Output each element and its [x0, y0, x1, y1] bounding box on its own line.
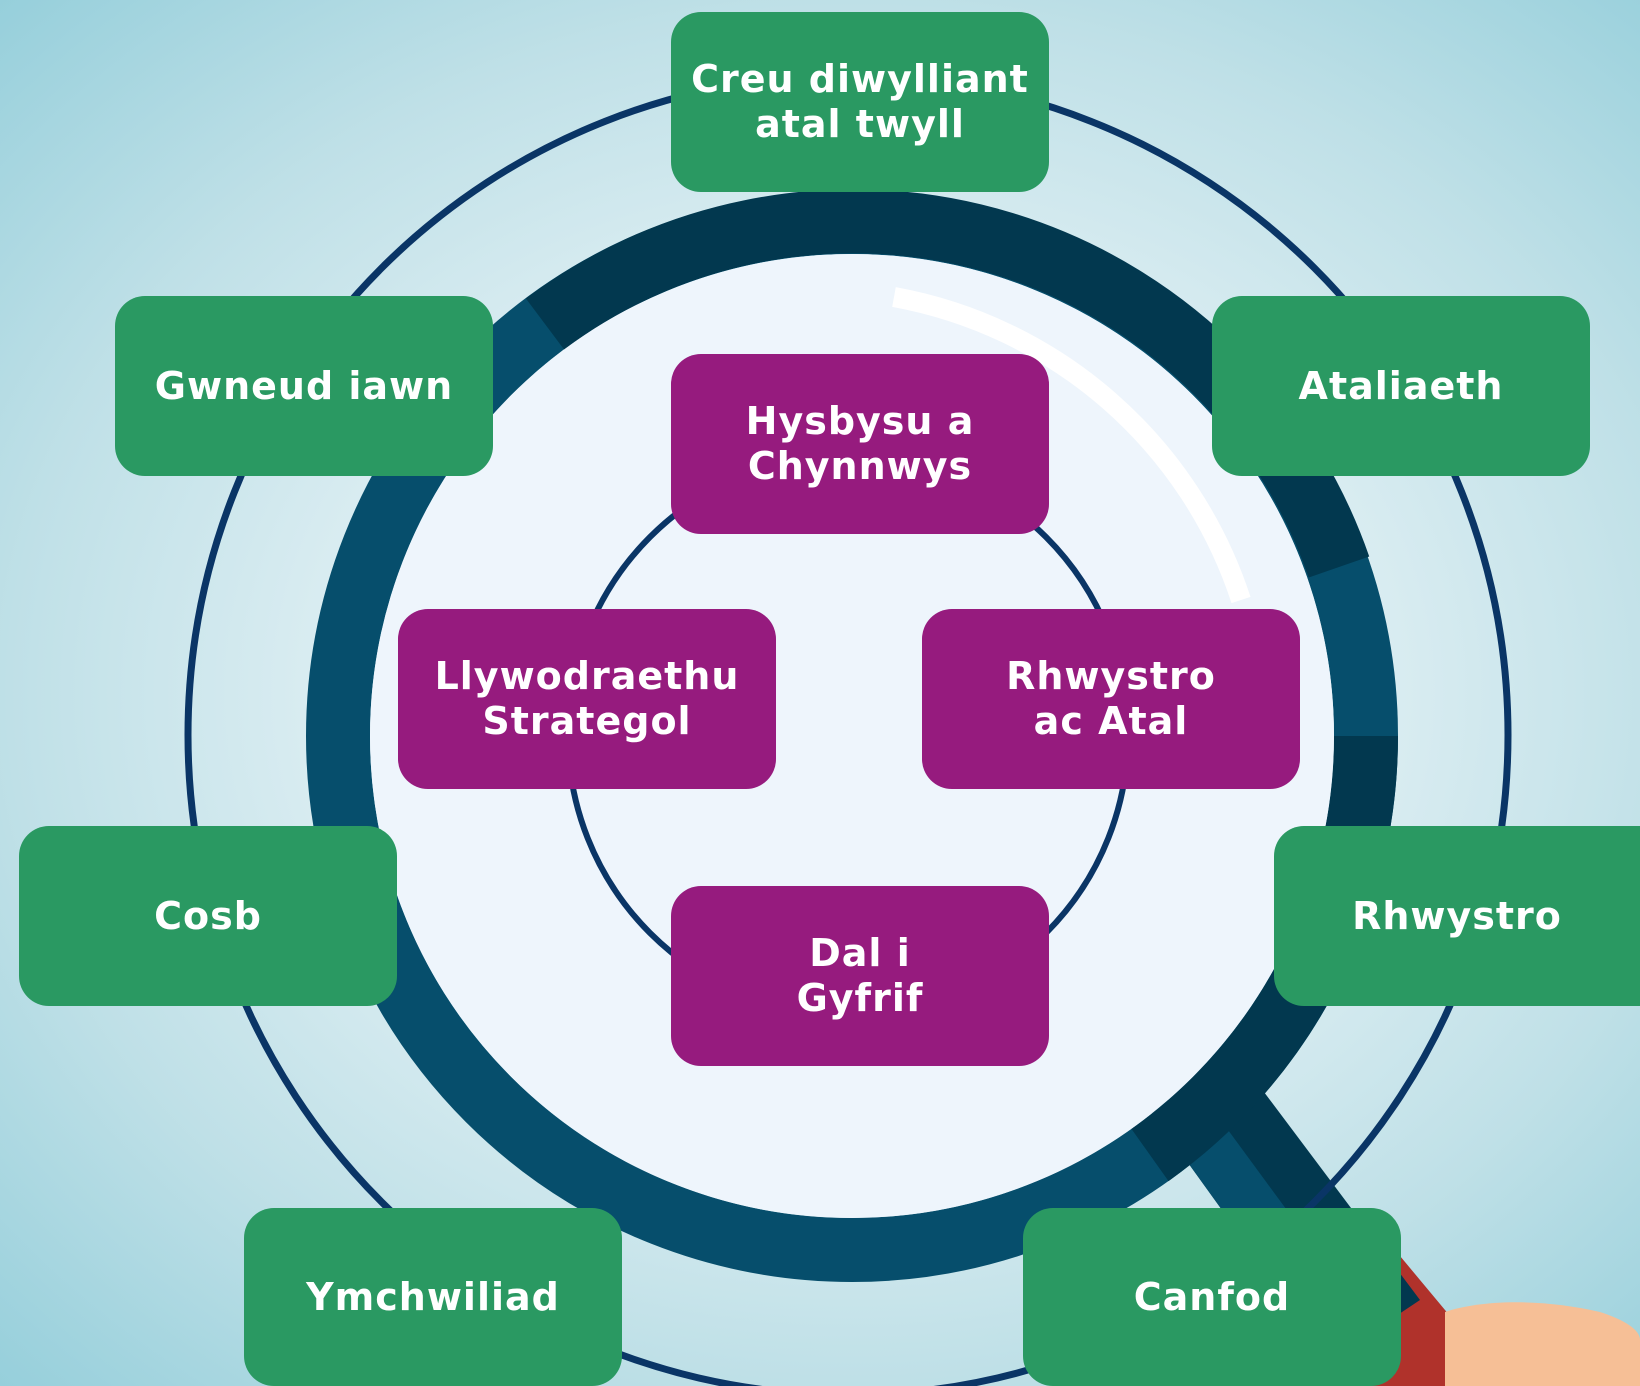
magnifier-lens: [370, 254, 1334, 1218]
outer-item-cosb: Cosb: [19, 826, 397, 1006]
outer-item-ataliaeth: Ataliaeth: [1212, 296, 1590, 476]
outer-item-ymchwiliad: Ymchwiliad: [244, 1208, 622, 1386]
hand-shape: [1445, 1302, 1640, 1386]
lens-glare: [892, 287, 1251, 604]
outer-item-creu-diwylliant: Creu diwylliant atal twyll: [671, 12, 1049, 192]
outer-item-canfod: Canfod: [1023, 1208, 1401, 1386]
inner-item-dal-i-gyfrif: Dal i Gyfrif: [671, 886, 1049, 1066]
outer-item-rhwystro: Rhwystro: [1274, 826, 1640, 1006]
inner-item-hysbysu: Hysbysu a Chynnwys: [671, 354, 1049, 534]
inner-item-llywodraethu: Llywodraethu Strategol: [398, 609, 776, 789]
inner-item-rhwystro-ac-atal: Rhwystro ac Atal: [922, 609, 1300, 789]
outer-item-gwneud-iawn: Gwneud iawn: [115, 296, 493, 476]
